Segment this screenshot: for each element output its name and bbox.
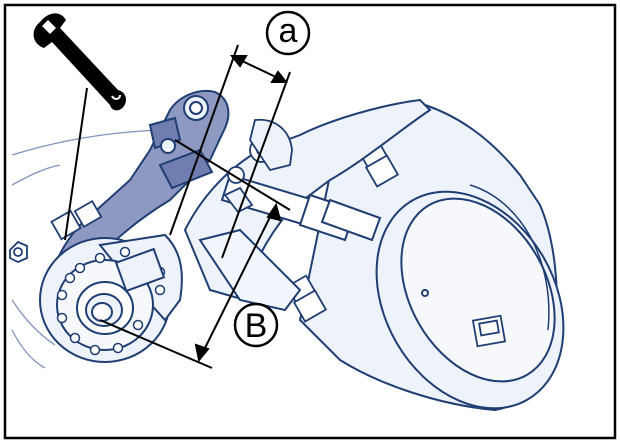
reference-lines xyxy=(64,44,291,369)
length-dimension-arrow xyxy=(194,202,282,363)
callout-a: a xyxy=(265,10,311,56)
push-rod xyxy=(220,173,382,242)
callout-a-label: a xyxy=(279,12,298,50)
gear-housing xyxy=(39,233,183,363)
adjuster-bolt xyxy=(9,199,103,263)
wrench-icon xyxy=(33,13,127,111)
callout-b-label: B xyxy=(245,307,268,345)
angle-dimension-arrow xyxy=(229,55,289,83)
callout-b: B xyxy=(233,302,279,348)
chassis-outline xyxy=(11,129,161,369)
